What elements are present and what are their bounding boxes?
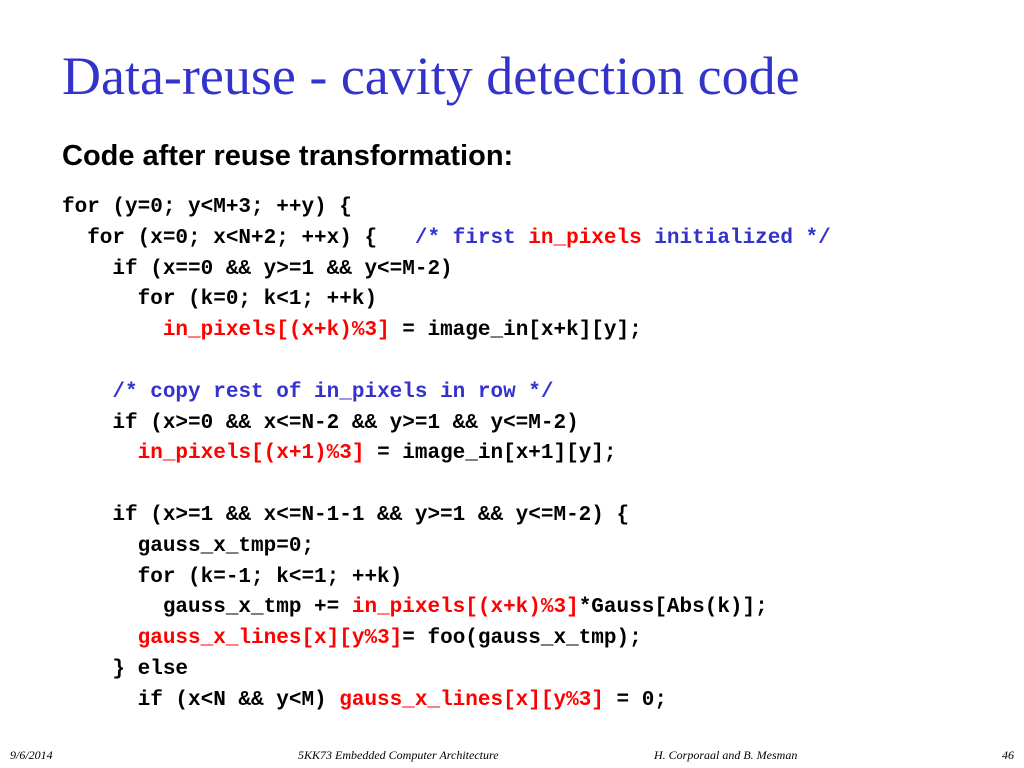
code-line: /* copy rest of in_pixels in row */ xyxy=(62,378,831,409)
code-text xyxy=(62,319,163,342)
code-text: if (x>=1 && x<=N-1-1 && y>=1 && y<=M-2) … xyxy=(62,503,630,527)
code-text: if (x<N && y<M) xyxy=(62,688,340,712)
code-line: gauss_x_tmp += in_pixels[(x+k)%3]*Gauss[… xyxy=(62,593,831,624)
code-comment: /* copy rest of in_pixels in row */ xyxy=(112,380,554,404)
slide-title: Data-reuse - cavity detection code xyxy=(62,46,800,106)
highlighted-code: gauss_x_lines[x][y%3] xyxy=(137,627,403,651)
code-line: for (k=-1; k<=1; ++k) xyxy=(62,563,831,594)
highlighted-code: in_pixels[(x+k)%3] xyxy=(351,596,579,620)
code-text: for (k=-1; k<=1; ++k) xyxy=(62,565,403,589)
code-text: *Gauss[Abs(k)]; xyxy=(578,596,768,620)
code-text: for (x=0; x<N+2; ++x) { xyxy=(62,226,415,250)
highlighted-code: gauss_x_lines[x][y%3] xyxy=(339,688,604,712)
code-text: for (y=0; y<M+3; ++y) { xyxy=(62,196,352,219)
code-line: for (x=0; x<N+2; ++x) { /* first in_pixe… xyxy=(62,224,831,255)
highlighted-code: in_pixels[(x+k)%3] xyxy=(162,319,390,343)
code-line: } else xyxy=(62,655,831,686)
code-block: for (y=0; y<M+3; ++y) { for (x=0; x<N+2;… xyxy=(62,193,831,717)
code-text: if (x>=0 && x<=N-2 && y>=1 && y<=M-2) xyxy=(62,411,579,435)
blank-code-line xyxy=(62,470,831,501)
code-line: gauss_x_tmp=0; xyxy=(62,532,831,563)
slide-subtitle: Code after reuse transformation: xyxy=(62,140,514,172)
footer-date: 9/6/2014 xyxy=(10,748,53,762)
code-text: for (k=0; k<1; ++k) xyxy=(62,288,378,312)
code-text: if (x==0 && y>=1 && y<=M-2) xyxy=(62,257,453,281)
code-line: for (k=0; k<1; ++k) xyxy=(62,285,831,316)
code-text: = foo(gauss_x_tmp); xyxy=(402,627,642,651)
code-text: gauss_x_tmp=0; xyxy=(62,534,315,558)
blank-code-line xyxy=(62,347,831,378)
highlighted-code: in_pixels xyxy=(528,226,642,250)
code-text xyxy=(62,627,138,650)
code-text xyxy=(62,442,138,465)
footer-course: 5KK73 Embedded Computer Architecture xyxy=(298,748,499,762)
code-line: in_pixels[(x+1)%3] = image_in[x+1][y]; xyxy=(62,439,831,470)
code-line: if (x<N && y<M) gauss_x_lines[x][y%3] = … xyxy=(62,686,831,717)
code-text xyxy=(62,381,112,404)
code-line: if (x>=1 && x<=N-1-1 && y>=1 && y<=M-2) … xyxy=(62,501,831,532)
code-text: = 0; xyxy=(603,688,667,712)
code-line: in_pixels[(x+k)%3] = image_in[x+k][y]; xyxy=(62,316,831,347)
code-line: if (x==0 && y>=1 && y<=M-2) xyxy=(62,255,831,286)
code-text: = image_in[x+k][y]; xyxy=(389,319,642,343)
footer-authors: H. Corporaal and B. Mesman xyxy=(654,748,798,762)
highlighted-code: in_pixels[(x+1)%3] xyxy=(137,442,365,466)
code-text: } else xyxy=(62,657,189,681)
code-line: if (x>=0 && x<=N-2 && y>=1 && y<=M-2) xyxy=(62,409,831,440)
code-comment: initialized */ xyxy=(641,226,831,250)
code-text: = image_in[x+1][y]; xyxy=(364,442,617,466)
code-line: gauss_x_lines[x][y%3]= foo(gauss_x_tmp); xyxy=(62,624,831,655)
code-text: gauss_x_tmp += xyxy=(62,596,352,620)
page-number: 46 xyxy=(1002,748,1014,762)
code-line: for (y=0; y<M+3; ++y) { xyxy=(62,193,831,224)
code-comment: /* first xyxy=(414,226,529,250)
